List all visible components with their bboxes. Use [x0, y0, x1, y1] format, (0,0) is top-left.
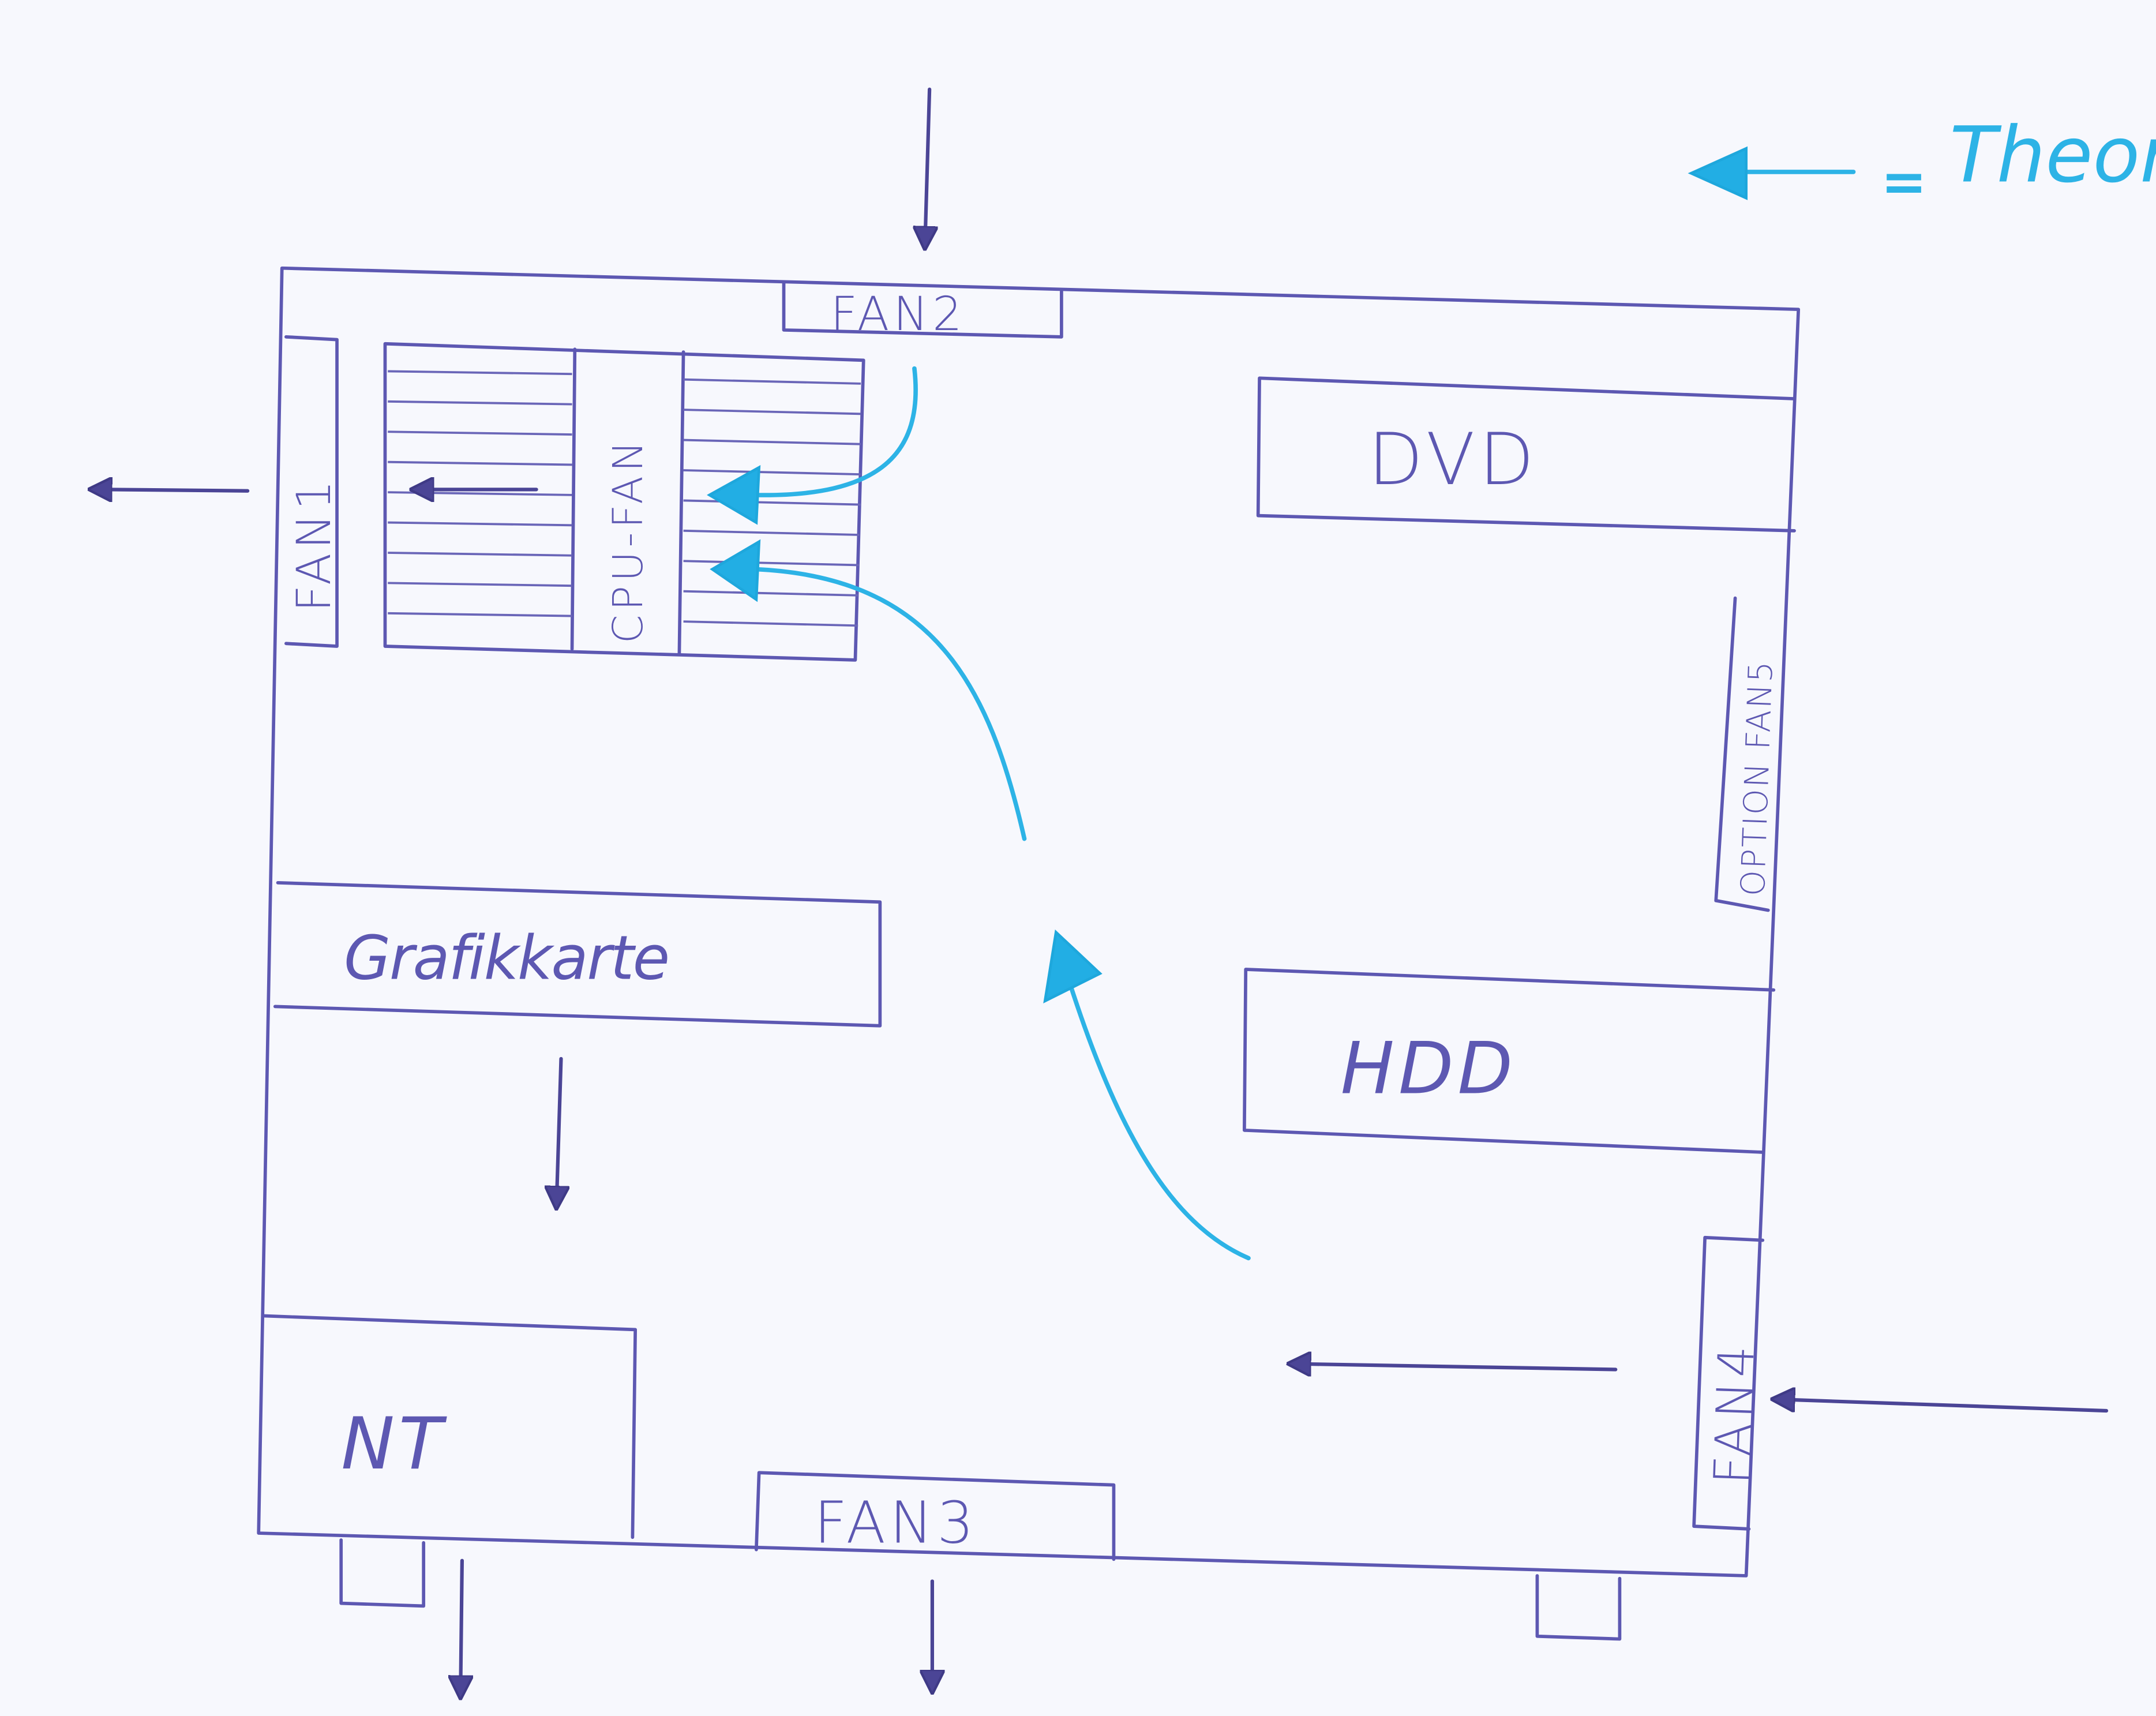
option-fan5-label: OPTION FAN5: [1734, 660, 1780, 897]
arrow-graphics-down: [557, 1056, 561, 1191]
hdd-label: HDD: [1341, 1027, 1517, 1110]
dvd-drive: DVD: [1256, 376, 1796, 533]
case-outline: [257, 266, 1801, 1578]
fan3: FAN3: [755, 1471, 1116, 1561]
legend: = Theorie: [1688, 111, 2156, 214]
graphics-card: Grafikkarte: [273, 881, 882, 1028]
legend-arrow-icon: [1688, 146, 1748, 200]
power-supply: NT: [262, 1314, 638, 1539]
arrow-internal-left: [1306, 1364, 1618, 1370]
cpu-cooler: CPU-FAN: [383, 342, 865, 662]
option-fan5: OPTION FAN5: [1714, 596, 1780, 912]
arrow-psu-exhaust: [461, 1558, 462, 1680]
psu-label: NT: [341, 1403, 447, 1486]
theory-arrow-fan4-up: [1043, 929, 1251, 1261]
legend-equals: =: [1881, 151, 1927, 214]
case-foot-right: [1535, 1574, 1622, 1641]
legend-text: Theorie: [1949, 111, 2156, 200]
fan4-label: FAN4: [1703, 1341, 1766, 1486]
arrow-fan1-exhaust: [107, 489, 250, 490]
case-foot-left: [339, 1538, 426, 1608]
fan1: FAN1: [284, 335, 342, 648]
fan3-label: FAN3: [814, 1489, 978, 1557]
fan2: FAN2: [782, 282, 1063, 342]
arrow-fan2-intake: [925, 87, 929, 231]
dvd-label: DVD: [1368, 418, 1538, 501]
fan4: FAN4: [1692, 1235, 1766, 1531]
graphics-card-label: Grafikkarte: [344, 923, 669, 994]
theory-arrow-center-to-cpu: [710, 539, 1027, 841]
arrow-fan4-intake: [1790, 1400, 2109, 1413]
theory-arrow-fan2-to-cpu: [707, 366, 918, 525]
fan1-label: FAN1: [287, 476, 342, 612]
hdd: HDD: [1242, 968, 1776, 1154]
cpu-fan-label: CPU-FAN: [604, 437, 652, 643]
fan2-label: FAN2: [831, 287, 966, 342]
